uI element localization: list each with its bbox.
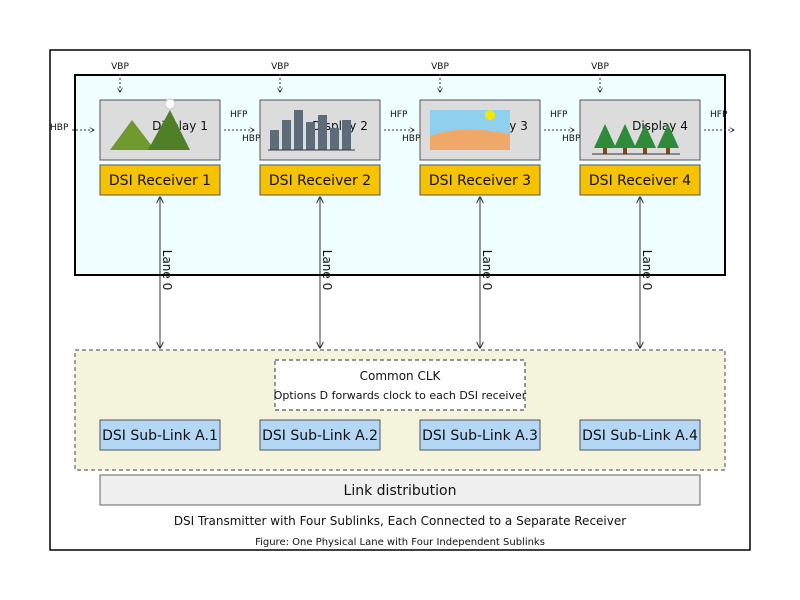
common-clk-title: Common CLK	[360, 369, 442, 383]
sublink-label: DSI Sub-Link A.1	[102, 428, 218, 444]
display-label: Display 4	[632, 119, 688, 133]
vbp-label: VBP	[111, 62, 129, 72]
bar-chart-icon	[268, 110, 355, 151]
hbp-label: HBP	[402, 134, 421, 144]
dsi-receiver-4: DSI Receiver 4	[579, 164, 701, 196]
hfp-label: HFP	[230, 110, 248, 120]
sublink-label: DSI Sub-Link A.2	[262, 428, 378, 444]
sublink-label: DSI Sub-Link A.4	[582, 428, 698, 444]
dsi-sublink-2: DSI Sub-Link A.2	[259, 419, 381, 451]
dsi-receiver-1: DSI Receiver 1	[99, 164, 221, 196]
hbp-label: HBP	[50, 123, 69, 133]
vbp-label: VBP	[271, 62, 289, 72]
lane-label: Lane 0	[640, 250, 654, 290]
hbp-label: HBP	[242, 134, 261, 144]
trees-icon	[592, 124, 680, 155]
display-column-1: VBP Display 1 HBP HFP HBP DSI Receiver 1 Lane …	[50, 62, 261, 451]
vbp-label: VBP	[431, 62, 449, 72]
hbp-label: HBP	[562, 134, 581, 144]
display-4: Display 4	[579, 99, 701, 161]
display-column-4: VBP Display 4 HFP DSI Receiver 4 Lane 0 DSI S…	[579, 62, 734, 451]
link-distribution-box: Link distribution	[99, 474, 701, 506]
display-column-2: VBP Display 2 HFP HBP DSI Receiver 2 Lane 0 DS…	[259, 62, 421, 451]
beach-icon	[430, 110, 510, 150]
dsi-receiver-2: DSI Receiver 2	[259, 164, 381, 196]
display-2: Display 2	[259, 99, 381, 161]
dsi-sublink-4: DSI Sub-Link A.4	[579, 419, 701, 451]
dsi-sublink-3: DSI Sub-Link A.3	[419, 419, 541, 451]
display-3: Display 3	[419, 99, 541, 161]
dsi-receiver-3: DSI Receiver 3	[419, 164, 541, 196]
receiver-label: DSI Receiver 1	[109, 173, 211, 189]
common-clk-box: Common CLK Options D forwards clock to e…	[274, 359, 527, 411]
lane-label: Lane 0	[480, 250, 494, 290]
hfp-label: HFP	[710, 110, 728, 120]
common-clk-subtitle: Options D forwards clock to each DSI rec…	[274, 389, 527, 402]
lane-label: Lane 0	[320, 250, 334, 290]
lane-label: Lane 0	[160, 250, 174, 290]
mountains-icon	[110, 98, 190, 150]
vbp-label: VBP	[591, 62, 609, 72]
receiver-label: DSI Receiver 3	[429, 173, 531, 189]
receiver-label: DSI Receiver 2	[269, 173, 371, 189]
link-distribution-label: Link distribution	[344, 483, 457, 499]
diagram-caption: DSI Transmitter with Four Sublinks, Each…	[174, 514, 626, 528]
sublink-label: DSI Sub-Link A.3	[422, 428, 538, 444]
dsi-sublink-1: DSI Sub-Link A.1	[99, 419, 221, 451]
hfp-label: HFP	[550, 110, 568, 120]
display-1: Display 1	[99, 98, 221, 161]
figure-caption: Figure: One Physical Lane with Four Inde…	[255, 537, 545, 548]
receiver-label: DSI Receiver 4	[589, 173, 691, 189]
hfp-label: HFP	[390, 110, 408, 120]
display-column-3: VBP Display 3 HFP HBP DSI Receiver 3 Lane 0 DS…	[419, 62, 581, 451]
